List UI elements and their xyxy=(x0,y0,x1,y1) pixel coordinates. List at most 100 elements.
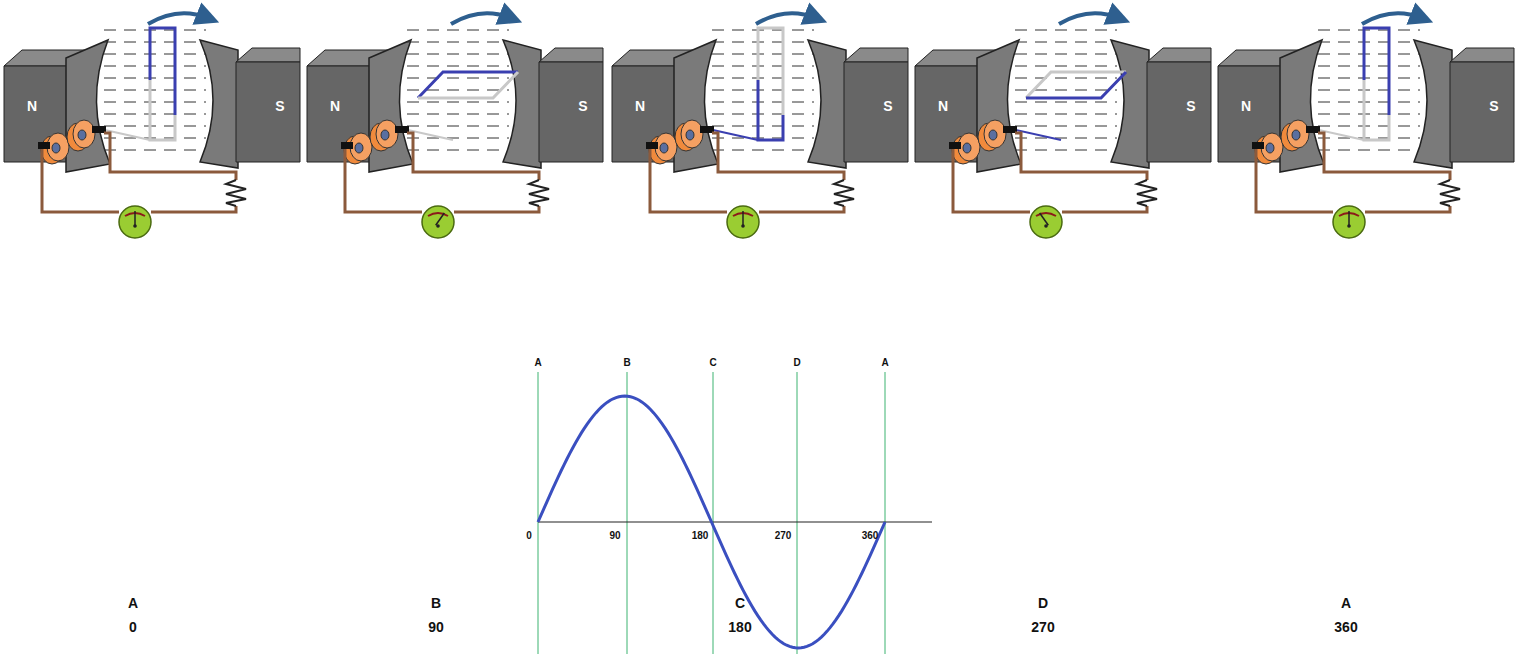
circuit-wires xyxy=(42,133,246,212)
brush xyxy=(395,126,409,133)
position-gridline xyxy=(627,372,628,654)
north-magnet xyxy=(915,40,1021,172)
circuit-wires xyxy=(953,133,1157,212)
position-gridline xyxy=(713,372,714,654)
generator-panel xyxy=(4,13,300,238)
galvanometer xyxy=(119,206,151,238)
x-axis xyxy=(538,521,932,522)
position-letter: C xyxy=(735,596,745,610)
field-lines xyxy=(104,30,206,150)
graph-position-letter: A xyxy=(534,358,541,368)
pole-label: N xyxy=(1241,99,1251,113)
rotation-arrow xyxy=(1362,13,1422,24)
circuit-wires xyxy=(345,133,549,212)
graph-position-letter: A xyxy=(881,358,888,368)
angle-label: 360 xyxy=(1334,620,1357,634)
galvanometer xyxy=(1030,206,1062,238)
resistor-symbol xyxy=(226,180,246,206)
slip-rings xyxy=(38,120,106,164)
generator-panel xyxy=(307,13,603,238)
position-gridline xyxy=(885,372,886,654)
brush xyxy=(646,142,658,149)
circuit-wires xyxy=(1256,133,1460,212)
coil-loop xyxy=(1007,72,1126,140)
brush xyxy=(1252,142,1264,149)
sine-curve xyxy=(538,396,885,648)
graph-position-letter: D xyxy=(793,358,800,368)
south-magnet xyxy=(200,40,300,168)
south-magnet xyxy=(1111,40,1211,168)
south-magnet xyxy=(503,40,603,168)
north-magnet xyxy=(307,40,413,172)
field-lines xyxy=(712,30,814,150)
angle-label: 90 xyxy=(428,620,444,634)
coil-loop xyxy=(96,28,175,140)
pole-label: N xyxy=(330,99,340,113)
brush xyxy=(1003,126,1017,133)
pole-label: S xyxy=(883,99,892,113)
resistor-symbol xyxy=(1137,180,1157,206)
position-letter: B xyxy=(431,596,441,610)
coil-loop xyxy=(704,28,783,140)
galvanometer xyxy=(422,206,454,238)
pole-label: N xyxy=(938,99,948,113)
resistor-symbol xyxy=(529,180,549,206)
north-magnet xyxy=(612,40,718,172)
brush xyxy=(700,126,714,133)
brush xyxy=(341,142,353,149)
slip-rings xyxy=(341,120,409,164)
sine-graph xyxy=(538,372,932,654)
rotation-arrow xyxy=(148,13,208,24)
angle-label: 180 xyxy=(728,620,751,634)
position-letter: A xyxy=(1341,596,1351,610)
galvanometer xyxy=(727,206,759,238)
rotation-arrow xyxy=(451,13,511,24)
field-lines xyxy=(1015,30,1117,150)
angle-label: 270 xyxy=(1031,620,1054,634)
position-letter: D xyxy=(1038,596,1048,610)
pole-label: S xyxy=(1186,99,1195,113)
axis-tick-label: 180 xyxy=(692,531,709,541)
slip-rings xyxy=(1252,120,1320,164)
graph-position-letter: B xyxy=(623,358,630,368)
pole-label: N xyxy=(27,99,37,113)
axis-tick-label: 0 xyxy=(526,531,532,541)
position-letter: A xyxy=(128,596,138,610)
position-gridline xyxy=(797,372,798,654)
brush xyxy=(1306,126,1320,133)
field-lines xyxy=(1318,30,1420,150)
axis-tick-label: 360 xyxy=(862,531,879,541)
angle-label: 0 xyxy=(129,620,137,634)
brush xyxy=(92,126,106,133)
coil-loop xyxy=(399,72,518,140)
field-lines xyxy=(407,30,509,150)
generator-panel xyxy=(612,13,908,238)
generator-panel xyxy=(1218,13,1514,238)
galvanometer xyxy=(1333,206,1365,238)
north-magnet xyxy=(4,40,110,172)
pole-label: S xyxy=(1489,99,1498,113)
slip-rings xyxy=(646,120,714,164)
south-magnet xyxy=(1414,40,1514,168)
north-magnet xyxy=(1218,40,1324,172)
axis-tick-label: 90 xyxy=(609,531,620,541)
rotation-arrow xyxy=(756,13,816,24)
resistor-symbol xyxy=(1440,180,1460,206)
pole-label: S xyxy=(275,99,284,113)
pole-label: N xyxy=(635,99,645,113)
coil-loop xyxy=(1310,28,1389,140)
brush xyxy=(949,142,961,149)
rotation-arrow xyxy=(1059,13,1119,24)
resistor-symbol xyxy=(834,180,854,206)
graph-position-letter: C xyxy=(709,358,716,368)
position-gridline xyxy=(538,372,539,654)
south-magnet xyxy=(808,40,908,168)
generator-panel xyxy=(915,13,1211,238)
pole-label: S xyxy=(578,99,587,113)
slip-rings xyxy=(949,120,1017,164)
brush xyxy=(38,142,50,149)
circuit-wires xyxy=(650,133,854,212)
axis-tick-label: 270 xyxy=(775,531,792,541)
